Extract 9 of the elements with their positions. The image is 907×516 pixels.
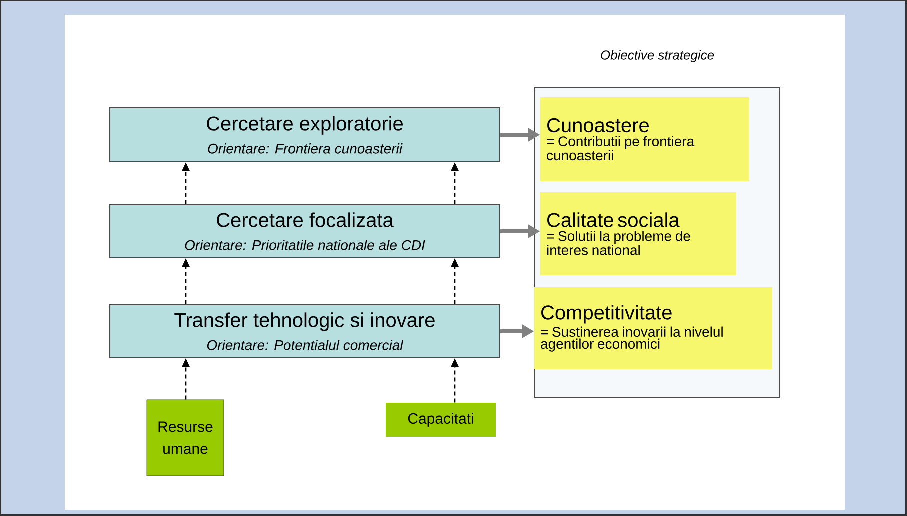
objective-box: Cunoastere = Contributii pe frontiera cunoasterii — [540, 98, 750, 182]
resource-box: Resurse umane — [146, 400, 224, 476]
objective-box: Competitivitate = Sustinerea inovarii la nivelul agentilor economici — [534, 288, 772, 370]
process-box: Cercetare focalizata Orientare: Prioritatile nationale ale CDI — [110, 204, 500, 258]
node-label: Obiective strategice — [601, 50, 714, 62]
objective-box: Calitate sociala = Solutii la probleme de interes national — [540, 192, 736, 276]
process-box: Transfer tehnologic si inovare Orientare: Potentialul comercial — [110, 304, 500, 358]
resource-box: Capacitati — [386, 403, 496, 437]
process-box: Cercetare exploratorie Orientare: Frontiera cunoasterii — [110, 108, 500, 162]
